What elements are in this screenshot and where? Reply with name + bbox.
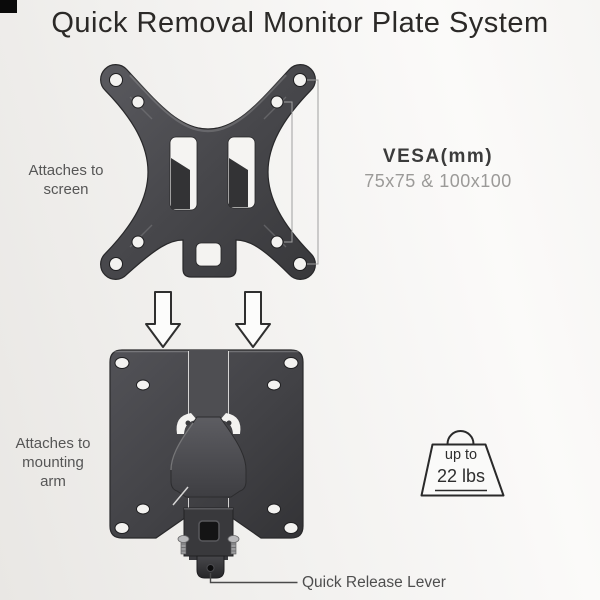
vesa-heading: VESA(mm)	[382, 146, 494, 167]
top-plate-label: Attaches to screen	[15, 161, 117, 199]
measure-line-75	[284, 101, 293, 243]
corner-mark	[0, 0, 17, 13]
bottom-plate-label-line2: mounting	[22, 454, 84, 471]
weight-body	[420, 443, 505, 497]
bracket-highlight	[170, 422, 194, 471]
top-plate-label-line1: Attaches to	[28, 162, 104, 179]
bottom-plate-label: Attaches to mounting arm	[3, 434, 103, 491]
notch-pin-left	[185, 420, 191, 426]
square-hole	[195, 242, 222, 267]
hook-slot-right	[227, 136, 256, 209]
scratch-highlight	[172, 486, 189, 506]
bottom-plate-label-line1: Attaches to	[15, 435, 91, 452]
screw-icon	[177, 535, 190, 555]
mount-holes-75	[136, 379, 281, 515]
weight-capacity-icon	[420, 430, 505, 497]
vesa-sizes: 75x75 & 100x100	[364, 171, 512, 191]
release-bracket	[170, 416, 247, 498]
mounting-plate-icon	[109, 349, 304, 560]
page-title: Quick Removal Monitor Plate System	[51, 7, 549, 39]
weight-capacity-line2: 22 lbs	[436, 466, 486, 486]
weight-handle	[446, 430, 475, 445]
vesa-adapter-plate-icon	[100, 64, 316, 280]
channel-seams	[188, 351, 229, 514]
quick-release-mechanism	[177, 507, 240, 579]
quick-release-lever-label: Quick Release Lever	[302, 574, 446, 591]
measure-line-100	[307, 79, 319, 265]
leader-line	[209, 573, 298, 584]
weight-capacity-line1: up to	[444, 447, 478, 463]
vesa-spec: VESA(mm) 75x75 & 100x100	[347, 146, 529, 192]
latch-window	[198, 520, 220, 542]
notch-pin-right	[226, 420, 232, 426]
vesa-holes-100	[109, 73, 307, 271]
plate-highlight	[129, 74, 287, 133]
bottom-plate-label-line3: arm	[40, 473, 66, 490]
screw-icon	[227, 535, 240, 555]
vesa-measurement-lines	[284, 79, 319, 265]
lever-hole	[206, 564, 215, 572]
vesa-holes-75	[131, 95, 284, 249]
down-arrow-icon	[145, 291, 181, 348]
top-plate-label-line2: screen	[43, 181, 89, 198]
rail-channel	[189, 350, 228, 418]
hook-slot-left	[169, 136, 198, 211]
down-arrow-icon	[235, 291, 271, 348]
mount-holes-100	[114, 357, 299, 534]
